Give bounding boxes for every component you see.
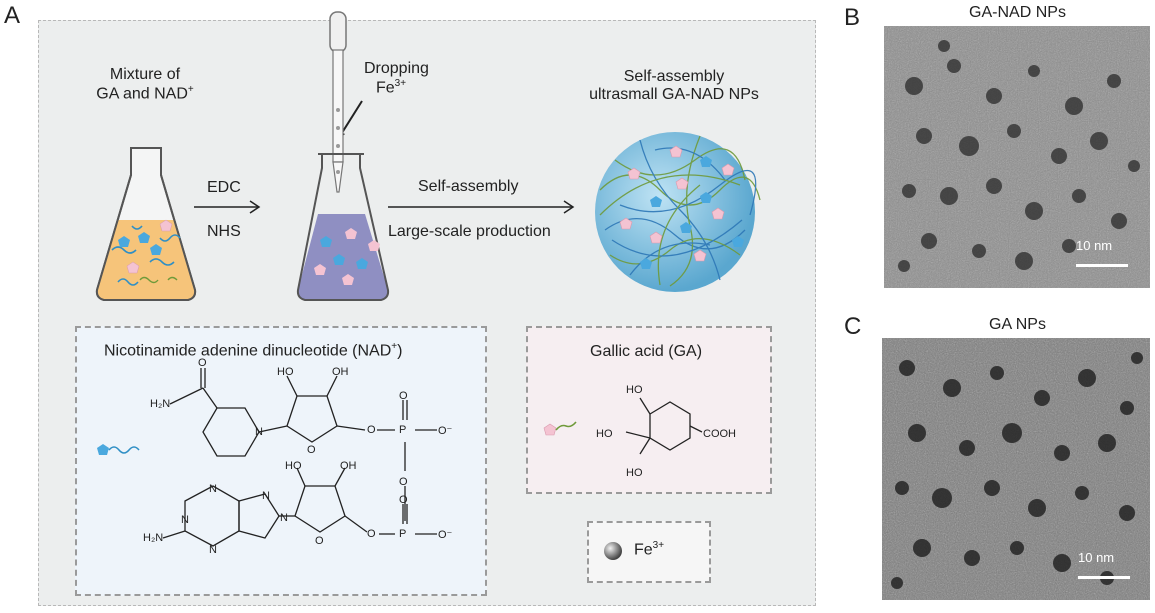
chem-n-c: N [209, 544, 217, 556]
mixture-label-line2: GA and NAD+ [96, 84, 194, 103]
chem-o-ring-1: O [307, 444, 316, 456]
nad-structure-box [75, 326, 487, 596]
chem-o-top-1: O [399, 390, 408, 402]
panel-c-scale-bar [1078, 576, 1130, 579]
chem-h2n-1: H₂N [150, 398, 171, 410]
dropping-label-line1: Dropping [364, 60, 429, 77]
panel-label-a: A [4, 2, 21, 29]
fe-legend-box [587, 521, 711, 583]
selfassembly-label: Self-assembly [418, 178, 519, 195]
panel-label-c: C [844, 313, 862, 340]
product-label: Self-assembly ultrasmall GA-NAD NPs [574, 68, 774, 104]
panel-c-scale-label: 10 nm [1078, 550, 1115, 565]
ga-ho-bottom: HO [626, 467, 643, 479]
chem-n-b: N [181, 514, 189, 526]
chem-o-ring-2: O [315, 535, 324, 547]
nad-structure-drawing [97, 368, 437, 547]
panel-c-title: GA NPs [989, 316, 1046, 333]
panel-b-micrograph [884, 26, 1150, 288]
chem-nplus: N [255, 426, 263, 438]
fe-sphere-icon [604, 542, 622, 560]
flask-1-icon [95, 147, 197, 301]
chem-p-1: P [399, 424, 407, 436]
largescale-label: Large-scale production [388, 223, 551, 240]
ga-ho-top: HO [626, 384, 643, 396]
chem-n-a: N [209, 483, 217, 495]
flask-2-icon [296, 153, 390, 301]
product-label-line2: ultrasmall GA-NAD NPs [589, 86, 759, 103]
chem-ominus-1: O⁻ [438, 425, 453, 437]
ga-structure-box [526, 326, 772, 494]
mixture-label-line1: Mixture of [109, 66, 181, 83]
panel-label-b: B [844, 4, 861, 31]
chem-n-d: N [262, 490, 270, 502]
nad-title: Nicotinamide adenine dinucleotide (NAD+) [104, 341, 403, 360]
arrow-self-assembly [388, 200, 575, 214]
dropping-label: Dropping Fe3+ [364, 60, 429, 97]
chem-o-link-1: O [367, 424, 376, 436]
ga-ho-left: HO [596, 428, 613, 440]
nhs-label: NHS [207, 223, 241, 240]
panel-c-micrograph [882, 338, 1150, 600]
chem-p-2: P [399, 528, 407, 540]
pipette-icon [329, 11, 347, 193]
chem-o-amide: O [198, 357, 207, 369]
chem-oh-1: OH [332, 366, 349, 378]
chem-ho-1: HO [277, 366, 294, 378]
edc-label: EDC [207, 179, 241, 196]
chem-ominus-2: O⁻ [438, 529, 453, 541]
chem-ho-2: HO [285, 460, 302, 472]
chem-o-top-2: O [399, 494, 408, 506]
panel-b-title: GA-NAD NPs [969, 4, 1066, 21]
chem-o-bridge: O [399, 476, 408, 488]
ga-title: Gallic acid (GA) [590, 343, 703, 360]
chem-h2n-2: H₂N [143, 532, 164, 544]
chem-oh-2: OH [340, 460, 357, 472]
chem-o-link-2: O [367, 528, 376, 540]
ga-cooh: COOH [703, 428, 736, 440]
dropping-label-line2: Fe3+ [376, 78, 407, 97]
arrow-edc-nhs [194, 200, 261, 214]
nanoparticle-sphere-icon [595, 132, 761, 292]
chem-n-e: N [280, 512, 288, 524]
mixture-label: Mixture of GA and NAD+ [80, 66, 210, 103]
ga-structure-drawing [543, 397, 703, 455]
fe-label: Fe3+ [634, 540, 665, 559]
panel-b-scale-label: 10 nm [1076, 238, 1113, 253]
product-label-line1: Self-assembly [623, 68, 725, 85]
panel-b-scale-bar [1076, 264, 1128, 267]
